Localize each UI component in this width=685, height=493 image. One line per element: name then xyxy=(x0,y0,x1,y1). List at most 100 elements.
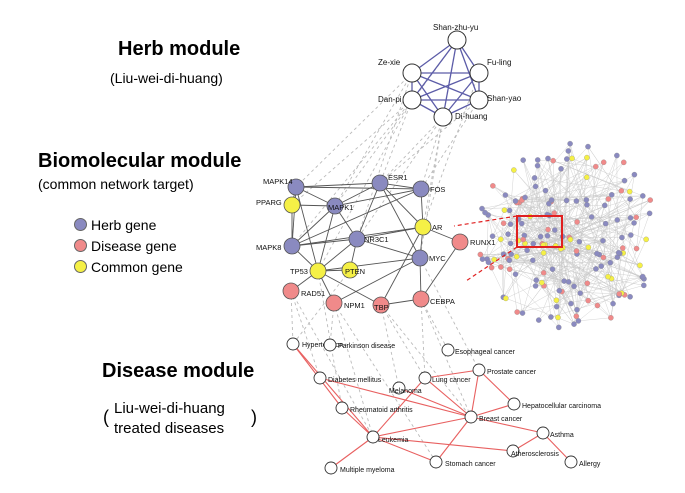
herb-edge xyxy=(411,39,458,101)
disease-node-label: Parkinson disease xyxy=(338,343,395,350)
inset-edge xyxy=(535,213,650,287)
disease-node-lung-cancer xyxy=(418,371,432,385)
inset-node xyxy=(574,306,580,313)
gene-node-mapk1 xyxy=(326,197,344,215)
inset-node xyxy=(540,270,547,276)
inset-edge xyxy=(570,239,578,310)
gene-interaction-edge xyxy=(317,205,336,272)
disease-edge xyxy=(398,387,472,418)
inset-edge xyxy=(548,203,563,237)
disease-node-atherosclerosis xyxy=(506,444,520,458)
target-disease-edge xyxy=(380,304,426,379)
inset-node xyxy=(567,236,574,243)
gene-interaction-edge xyxy=(356,238,421,259)
inset-node xyxy=(535,317,542,323)
inset-node xyxy=(614,152,620,159)
disease-edge xyxy=(319,377,472,418)
gene-interaction-edge xyxy=(317,257,421,272)
inset-node xyxy=(584,280,591,286)
target-disease-edge xyxy=(290,290,374,438)
disease-node-label: Prostate cancer xyxy=(487,369,537,376)
inset-node xyxy=(584,174,590,181)
herb-node-label: Shan-yao xyxy=(487,94,522,103)
inset-node xyxy=(577,290,584,296)
inset-edge xyxy=(552,162,624,270)
gene-node-label: CEBPA xyxy=(430,297,455,306)
disease-node-rheumatoid-arthritis xyxy=(335,401,349,415)
herb-node-shan-yao xyxy=(469,90,489,110)
full-network-inset xyxy=(453,140,653,331)
inset-node xyxy=(505,231,511,237)
inset-node xyxy=(600,237,606,244)
target-disease-edge xyxy=(292,269,351,345)
inset-edge xyxy=(578,305,598,322)
herb-target-edge xyxy=(317,99,413,272)
inset-edge xyxy=(533,157,588,244)
inset-edge xyxy=(525,195,643,198)
inset-edge xyxy=(566,158,620,296)
inset-edge xyxy=(500,177,535,240)
inset-node xyxy=(490,183,496,189)
inset-edge xyxy=(486,214,489,260)
gene-node-label: TBP xyxy=(374,303,389,312)
inset-node xyxy=(609,192,615,198)
disease-node-hepatocellular-carcinoma xyxy=(507,397,521,411)
gene-node-npm1 xyxy=(325,294,343,312)
disease-node-label: Lung cancer xyxy=(432,377,471,384)
inset-edge xyxy=(535,166,596,287)
disease-node-label: Hepatocellular carcinoma xyxy=(522,403,601,410)
inset-node xyxy=(533,277,539,283)
disease-module-subtitle-line1: Liu-wei-di-huang xyxy=(114,400,225,417)
inset-node xyxy=(549,266,556,272)
gene-node-label: MAPK14 xyxy=(263,177,293,186)
inset-edge xyxy=(540,177,587,237)
inset-edge xyxy=(616,155,618,258)
inset-edge xyxy=(621,213,650,294)
gene-node-label: PPARG xyxy=(256,198,282,207)
inset-node xyxy=(479,256,486,262)
inset-node xyxy=(512,198,519,204)
inset-edge xyxy=(621,239,647,294)
disease-edge xyxy=(372,416,472,438)
module-edges xyxy=(290,39,572,469)
inset-node xyxy=(643,236,649,243)
inset-node xyxy=(491,256,497,263)
gene-interaction-edge xyxy=(420,241,461,300)
inset-edge xyxy=(543,245,556,273)
inset-edge xyxy=(599,254,641,266)
inset-node xyxy=(482,209,488,216)
inset-node xyxy=(571,283,577,290)
inset-node xyxy=(585,297,591,304)
disease-module-subtitle-line2: treated diseases xyxy=(114,420,225,437)
disease-node-label: Atherosclerosis xyxy=(511,451,559,458)
inset-node xyxy=(627,215,634,221)
legend-item-herb-gene: Herb gene xyxy=(74,214,183,235)
inset-node xyxy=(628,232,634,238)
inset-node xyxy=(627,196,633,202)
inset-node xyxy=(551,210,558,216)
disease-node-hypertension xyxy=(286,337,300,351)
inset-node xyxy=(576,239,583,245)
disease-node-label: Stomach cancer xyxy=(445,461,496,468)
inset-node xyxy=(542,187,549,194)
gene-interaction-edge xyxy=(356,182,381,240)
inset-edge xyxy=(576,200,625,295)
gene-node-label: TP53 xyxy=(290,267,308,276)
disease-edge xyxy=(372,377,426,438)
inset-node xyxy=(512,271,519,277)
target-disease-edge xyxy=(333,302,374,438)
disease-edge xyxy=(372,436,514,452)
common-gene-dot-icon xyxy=(74,260,87,273)
gene-node-rad51 xyxy=(282,282,300,300)
disease-node-melanoma xyxy=(392,381,406,395)
disease-edge xyxy=(292,343,374,438)
gene-node-runx1 xyxy=(451,233,469,251)
target-disease-edge xyxy=(317,270,343,409)
inset-node xyxy=(565,148,572,154)
inset-edge xyxy=(482,258,596,270)
disease-node-label: Leukemia xyxy=(378,437,408,444)
inset-edge xyxy=(536,279,557,307)
disease-edge xyxy=(470,369,480,418)
inset-node xyxy=(544,233,551,239)
inset-edge xyxy=(591,155,618,218)
